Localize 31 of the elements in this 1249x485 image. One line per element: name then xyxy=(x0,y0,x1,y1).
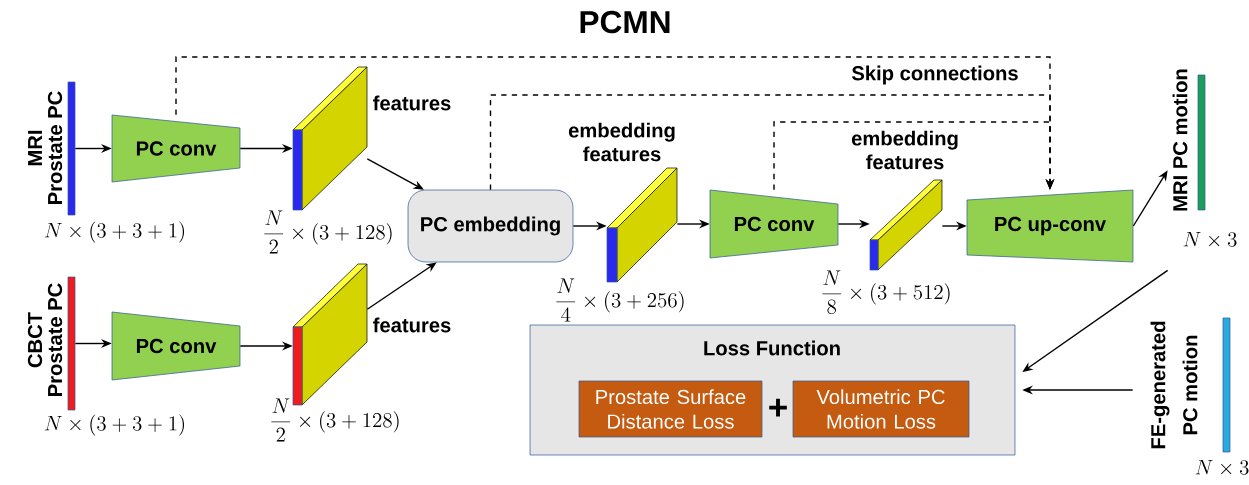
bar-label: CBCT xyxy=(27,312,43,368)
conv-block: PC conv xyxy=(709,189,839,259)
embedding-box: PC embedding xyxy=(407,189,574,263)
conv-block: PC conv xyxy=(111,114,241,183)
size-formula: $N \times (3+3+1)$ xyxy=(44,221,184,243)
conv-block: PC conv xyxy=(111,311,241,381)
title: PCMN xyxy=(580,10,670,34)
block-label: embedding features xyxy=(568,122,675,162)
size-formula: $N \times 3$ xyxy=(1195,459,1249,475)
bar-label: MRI PC motion xyxy=(1172,69,1188,211)
skip-connection-arrow xyxy=(773,121,1055,191)
bar-label: Prostate PC xyxy=(47,283,63,396)
size-formula: $\frac{N}{2} \times (3+128)$ xyxy=(271,398,399,442)
bar-label: PC motion xyxy=(1182,335,1198,435)
bar-label: FE-generated xyxy=(1150,321,1170,449)
block-label: features xyxy=(373,95,451,111)
conv-block: PC up-conv xyxy=(966,189,1134,263)
panel-title: Loss Function xyxy=(704,340,840,356)
block-label: embedding features xyxy=(851,130,958,170)
skip-label: Skip connections xyxy=(851,65,1018,85)
loss-term-box: Volumetric PC Motion Loss xyxy=(792,380,970,438)
size-formula: $N \times (3+3+1)$ xyxy=(44,414,184,436)
bar-label: Prostate PC xyxy=(47,91,63,204)
size-formula: $\frac{N}{2} \times (3+128)$ xyxy=(264,210,392,254)
loss-term-box: Prostate Surface Distance Loss xyxy=(578,380,763,438)
block-label: features xyxy=(373,317,451,333)
size-formula: $\frac{N}{8} \times (3+512)$ xyxy=(822,270,950,314)
size-formula: $\frac{N}{4} \times (3+256)$ xyxy=(556,278,684,322)
plus-sign: + xyxy=(769,398,787,417)
size-formula: $N \times 3$ xyxy=(1183,231,1237,247)
bar-label: MRI xyxy=(28,130,42,166)
